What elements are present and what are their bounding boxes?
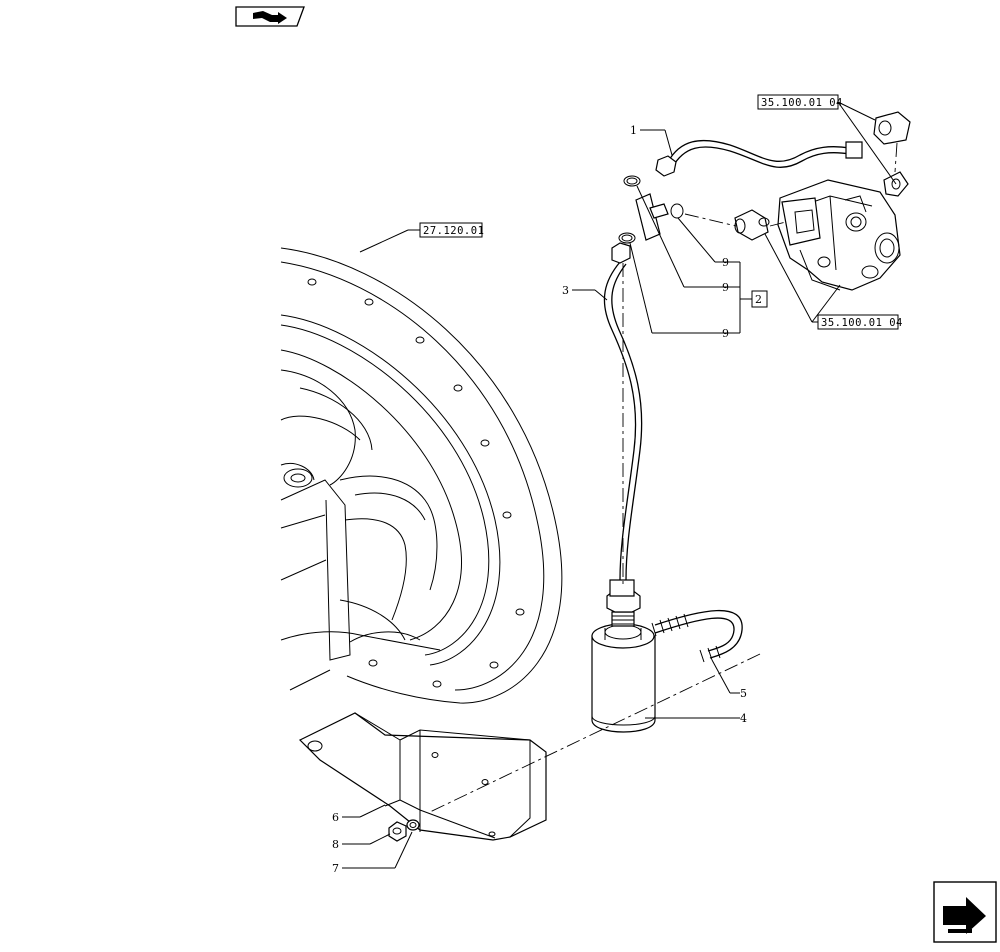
valve-reference-bottom[interactable]: 35.100.01 04	[817, 314, 903, 330]
callout-9-middle: 9	[722, 281, 729, 294]
pipe-3	[603, 242, 643, 597]
callout-7: 7	[332, 862, 339, 875]
valve-block	[777, 179, 901, 291]
kit-reference[interactable]: 2	[751, 290, 768, 308]
flexible-hose	[651, 609, 743, 663]
sensor-canister	[591, 589, 656, 733]
svg-text:35.100.01 04: 35.100.01 04	[821, 317, 903, 329]
callout-8: 8	[332, 838, 339, 851]
svg-text:2: 2	[755, 293, 762, 306]
callout-9-top: 9	[722, 256, 729, 269]
callout-6: 6	[332, 811, 339, 824]
washer-part	[406, 819, 420, 831]
svg-text:35.100.01 04: 35.100.01 04	[761, 97, 843, 109]
next-page-arrow-icon[interactable]	[933, 881, 997, 943]
callout-4: 4	[740, 712, 747, 725]
callout-9-bottom: 9	[722, 327, 729, 340]
wheel-hub-drawing	[280, 247, 563, 704]
top-fittings	[873, 111, 911, 197]
center-lines	[429, 142, 898, 813]
svg-text:27.120.01: 27.120.01	[423, 225, 484, 237]
mounting-bracket	[298, 712, 547, 841]
leaders	[342, 101, 897, 869]
pipe-1	[655, 139, 863, 177]
nut-part	[388, 821, 407, 842]
callout-5: 5	[740, 687, 747, 700]
callout-1: 1	[630, 124, 637, 137]
callout-3: 3	[562, 284, 569, 297]
wheel-reference[interactable]: 27.120.01	[359, 222, 484, 253]
elbow-fitting	[734, 209, 770, 241]
book-return-icon[interactable]	[235, 6, 305, 27]
valve-reference-top[interactable]: 35.100.01 04	[757, 94, 843, 110]
o-rings-and-adapter	[618, 175, 684, 244]
